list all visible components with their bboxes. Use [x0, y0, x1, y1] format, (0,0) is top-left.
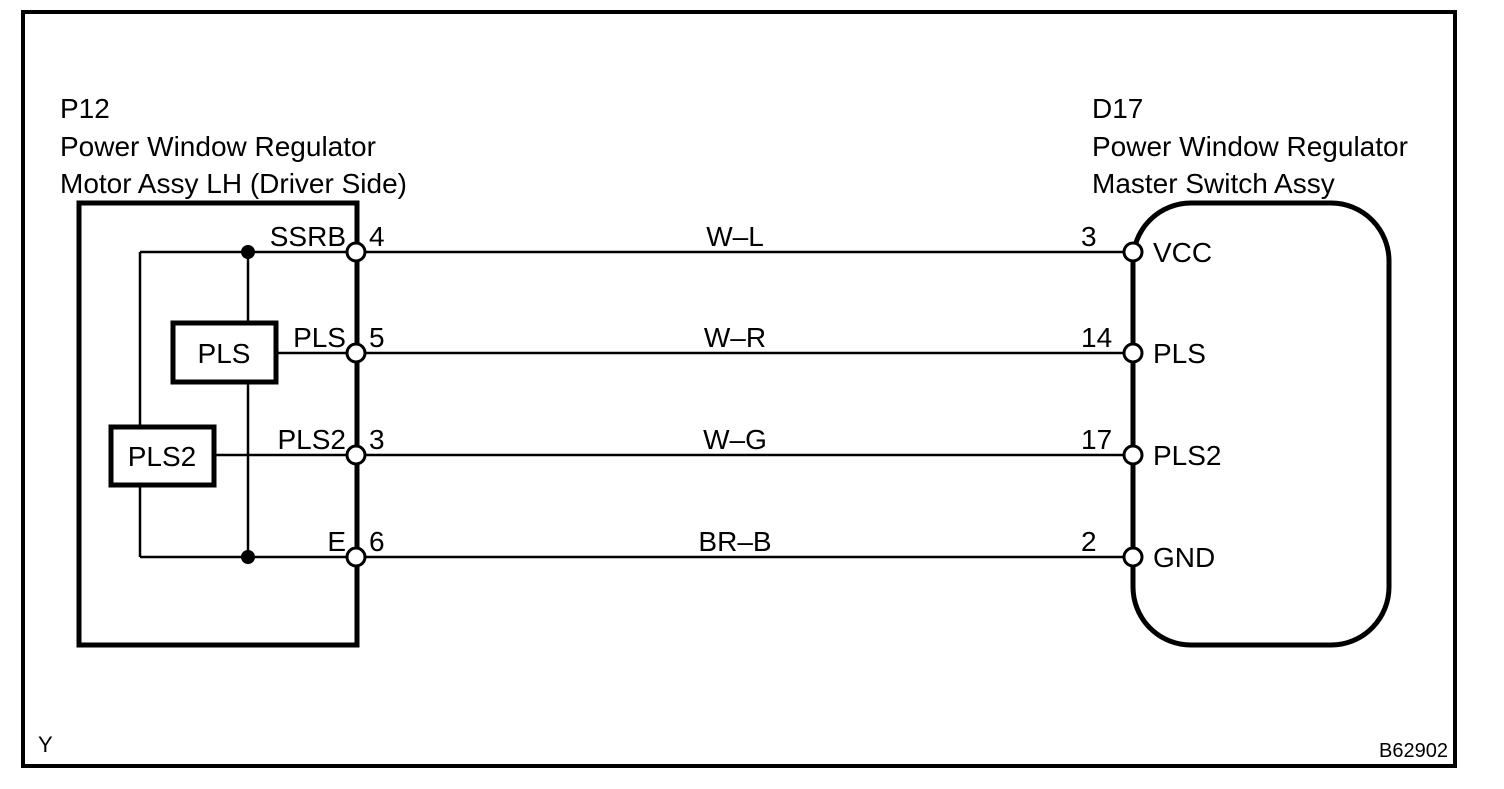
left-internal-wiring [138, 250, 356, 559]
pls-component-label: PLS [198, 338, 251, 369]
junction-dot-ssrb [241, 245, 255, 259]
wire-color-label: W–R [704, 322, 766, 353]
right-pin-label: PLS [1153, 338, 1206, 369]
junction-dot-e [241, 550, 255, 564]
pin-terminal-right [1122, 444, 1144, 466]
diagram-frame [21, 10, 1457, 768]
wire-color-label: BR–B [698, 526, 771, 557]
pls2-component: PLS2 [108, 424, 217, 488]
left-connector-name-line2: Motor Assy LH (Driver Side) [60, 168, 407, 199]
pin-terminal-right [1122, 546, 1144, 568]
pin-terminal-left [345, 546, 367, 568]
pls2-component-label: PLS2 [128, 441, 197, 472]
left-connector-name-line1: Power Window Regulator [60, 131, 376, 162]
pls2-component-box [108, 424, 217, 488]
left-connector-header: P12 Power Window Regulator Motor Assy LH… [60, 93, 407, 199]
left-pin-number: 3 [369, 424, 385, 455]
right-pin-number: 14 [1081, 322, 1112, 353]
wire-row-1: SSRB 4 W–L 3 VCC [270, 221, 1212, 268]
wire-row-4: E 6 BR–B 2 GND [327, 526, 1215, 573]
right-connector-header: D17 Power Window Regulator Master Switch… [1092, 93, 1408, 199]
right-pin-number: 2 [1081, 526, 1097, 557]
pin-terminal-left [345, 444, 367, 466]
wire-color-label: W–L [706, 221, 764, 252]
pls-component: PLS [170, 320, 279, 385]
pin-terminal-right [1122, 241, 1144, 263]
right-connector-code: D17 [1092, 93, 1143, 124]
right-connector-name-line2: Master Switch Assy [1092, 168, 1335, 199]
right-pin-label: VCC [1153, 237, 1212, 268]
pin-terminal-right [1122, 342, 1144, 364]
left-pin-label: SSRB [270, 221, 346, 252]
right-pin-number: 17 [1081, 424, 1112, 455]
left-pin-number: 5 [369, 322, 385, 353]
left-pin-label: PLS [293, 322, 346, 353]
wire-row-2: PLS 5 W–R 14 PLS [293, 322, 1206, 369]
right-connector-name-line1: Power Window Regulator [1092, 131, 1408, 162]
left-pin-number: 6 [369, 526, 385, 557]
figure-id: B62902 [1379, 740, 1448, 762]
pin-terminal-left [345, 342, 367, 364]
right-pin-label: GND [1153, 542, 1215, 573]
left-pin-label: E [327, 526, 346, 557]
right-pin-label: PLS2 [1153, 440, 1222, 471]
pls-component-box [170, 320, 279, 385]
left-connector-code: P12 [60, 93, 110, 124]
wire-color-label: W–G [703, 424, 767, 455]
left-pin-number: 4 [369, 221, 385, 252]
right-connector-box [1130, 200, 1392, 648]
wire-row-3: PLS2 3 W–G 17 PLS2 [278, 424, 1222, 471]
pin-terminal-left [345, 241, 367, 263]
footer-left-label: Y [38, 732, 53, 757]
left-pin-label: PLS2 [278, 424, 347, 455]
right-pin-number: 3 [1081, 221, 1097, 252]
left-connector-box [76, 200, 360, 648]
